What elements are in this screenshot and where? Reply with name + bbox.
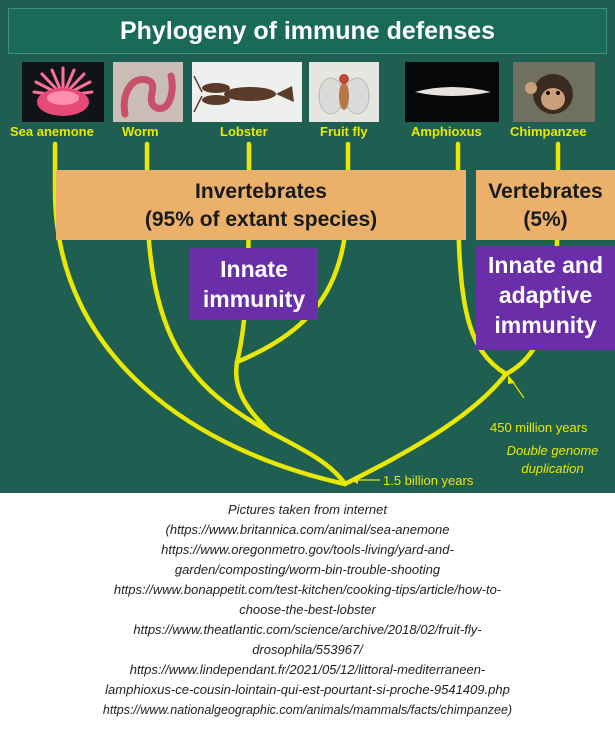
credit-line: https://www.bonappetit.com/test-kitchen/… bbox=[0, 580, 615, 600]
vertebrates-share: (5%) bbox=[476, 206, 615, 234]
branch-chordate-stem bbox=[345, 374, 506, 484]
innate-line1: Innate bbox=[190, 254, 318, 284]
adaptive-line3: immunity bbox=[476, 310, 615, 340]
credit-line: Pictures taken from internet bbox=[0, 500, 615, 520]
innate-line2: immunity bbox=[190, 284, 318, 314]
credit-line: choose-the-best-lobster bbox=[0, 600, 615, 620]
invertebrates-box: Invertebrates (95% of extant species) bbox=[56, 170, 466, 240]
credit-line: https://www.theatlantic.com/science/arch… bbox=[0, 620, 615, 640]
invertebrates-share: (95% of extant species) bbox=[56, 206, 466, 234]
adaptive-line2: adaptive bbox=[476, 280, 615, 310]
diagram-slide: Phylogeny of immune defenses bbox=[0, 0, 615, 493]
image-credits: Pictures taken from internet (https://ww… bbox=[0, 500, 615, 720]
credit-line: drosophila/553967/ bbox=[0, 640, 615, 660]
vertebrates-label: Vertebrates bbox=[476, 178, 615, 206]
credit-line: https://www.lindependant.fr/2021/05/12/l… bbox=[0, 660, 615, 680]
credit-line: (https://www.britannica.com/animal/sea-a… bbox=[0, 520, 615, 540]
innate-immunity-box: Innate immunity bbox=[190, 248, 318, 320]
label-duplication-1: Double genome bbox=[490, 443, 615, 458]
credit-line: https://www.nationalgeographic.com/anima… bbox=[0, 700, 615, 720]
adaptive-line1: Innate and bbox=[476, 250, 615, 280]
label-1-5-billion-years: 1.5 billion years bbox=[383, 473, 473, 488]
credit-line: garden/composting/worm-bin-trouble-shoot… bbox=[0, 560, 615, 580]
invertebrates-label: Invertebrates bbox=[56, 178, 466, 206]
adaptive-immunity-box: Innate and adaptive immunity bbox=[476, 246, 615, 350]
label-450-million-years: 450 million years bbox=[490, 420, 588, 435]
credit-line: lamphioxus-ce-cousin-lointain-qui-est-po… bbox=[0, 680, 615, 700]
vertebrates-box: Vertebrates (5%) bbox=[476, 170, 615, 240]
label-duplication-2: duplication bbox=[490, 461, 615, 476]
credit-line: https://www.oregonmetro.gov/tools-living… bbox=[0, 540, 615, 560]
